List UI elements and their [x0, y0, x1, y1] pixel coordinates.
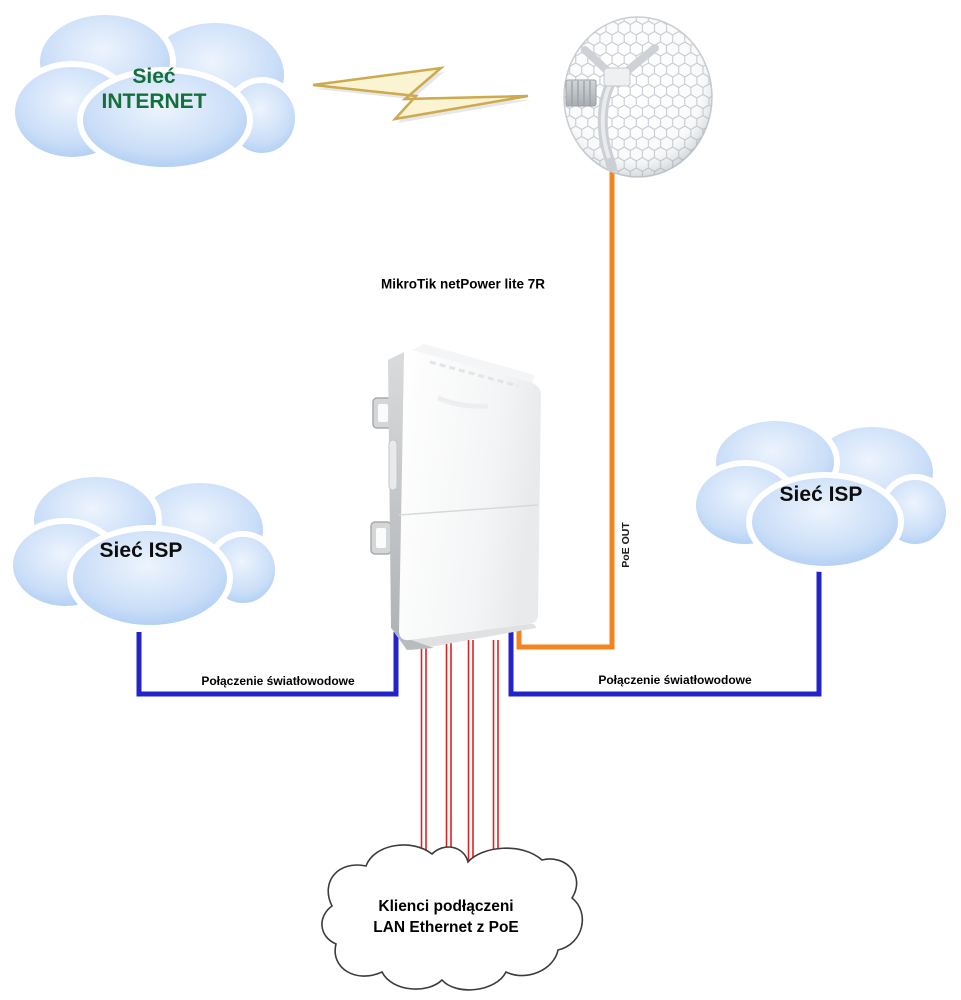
isp-cloud-left-label: Sieć ISP — [99, 539, 183, 562]
internet-cloud-label: Sieć INTERNET — [102, 64, 207, 114]
isp-cloud-right — [690, 415, 952, 572]
internet-cloud-label-line2: INTERNET — [101, 90, 207, 113]
fiber-right-label: Połączenie światłowodowe — [598, 673, 752, 687]
antenna-dish — [563, 16, 713, 178]
fiber-link-left — [136, 632, 399, 697]
netpower-device — [370, 344, 541, 650]
clients-cloud-label: Klienci podłączeni LAN Ethernet z PoE — [373, 896, 519, 938]
clients-cloud-label-line1: Klienci podłączeni — [378, 898, 514, 915]
device-title: MikroTik netPower lite 7R — [380, 276, 546, 292]
lightning-bolt-icon — [312, 66, 531, 123]
lan-cables — [420, 640, 499, 882]
internet-cloud — [9, 9, 301, 173]
fiber-left-label: Połączenie światłowodowe — [201, 674, 355, 688]
clients-cloud — [321, 844, 584, 991]
poe-cable — [516, 168, 615, 650]
isp-cloud-right-label: Sieć ISP — [779, 483, 863, 506]
internet-cloud-label-line1: Sieć — [132, 65, 176, 88]
poe-out-label: PoE OUT — [620, 522, 632, 568]
fiber-link-right — [508, 570, 822, 697]
isp-cloud-left — [7, 471, 281, 631]
clients-cloud-label-line2: LAN Ethernet z PoE — [373, 919, 519, 936]
